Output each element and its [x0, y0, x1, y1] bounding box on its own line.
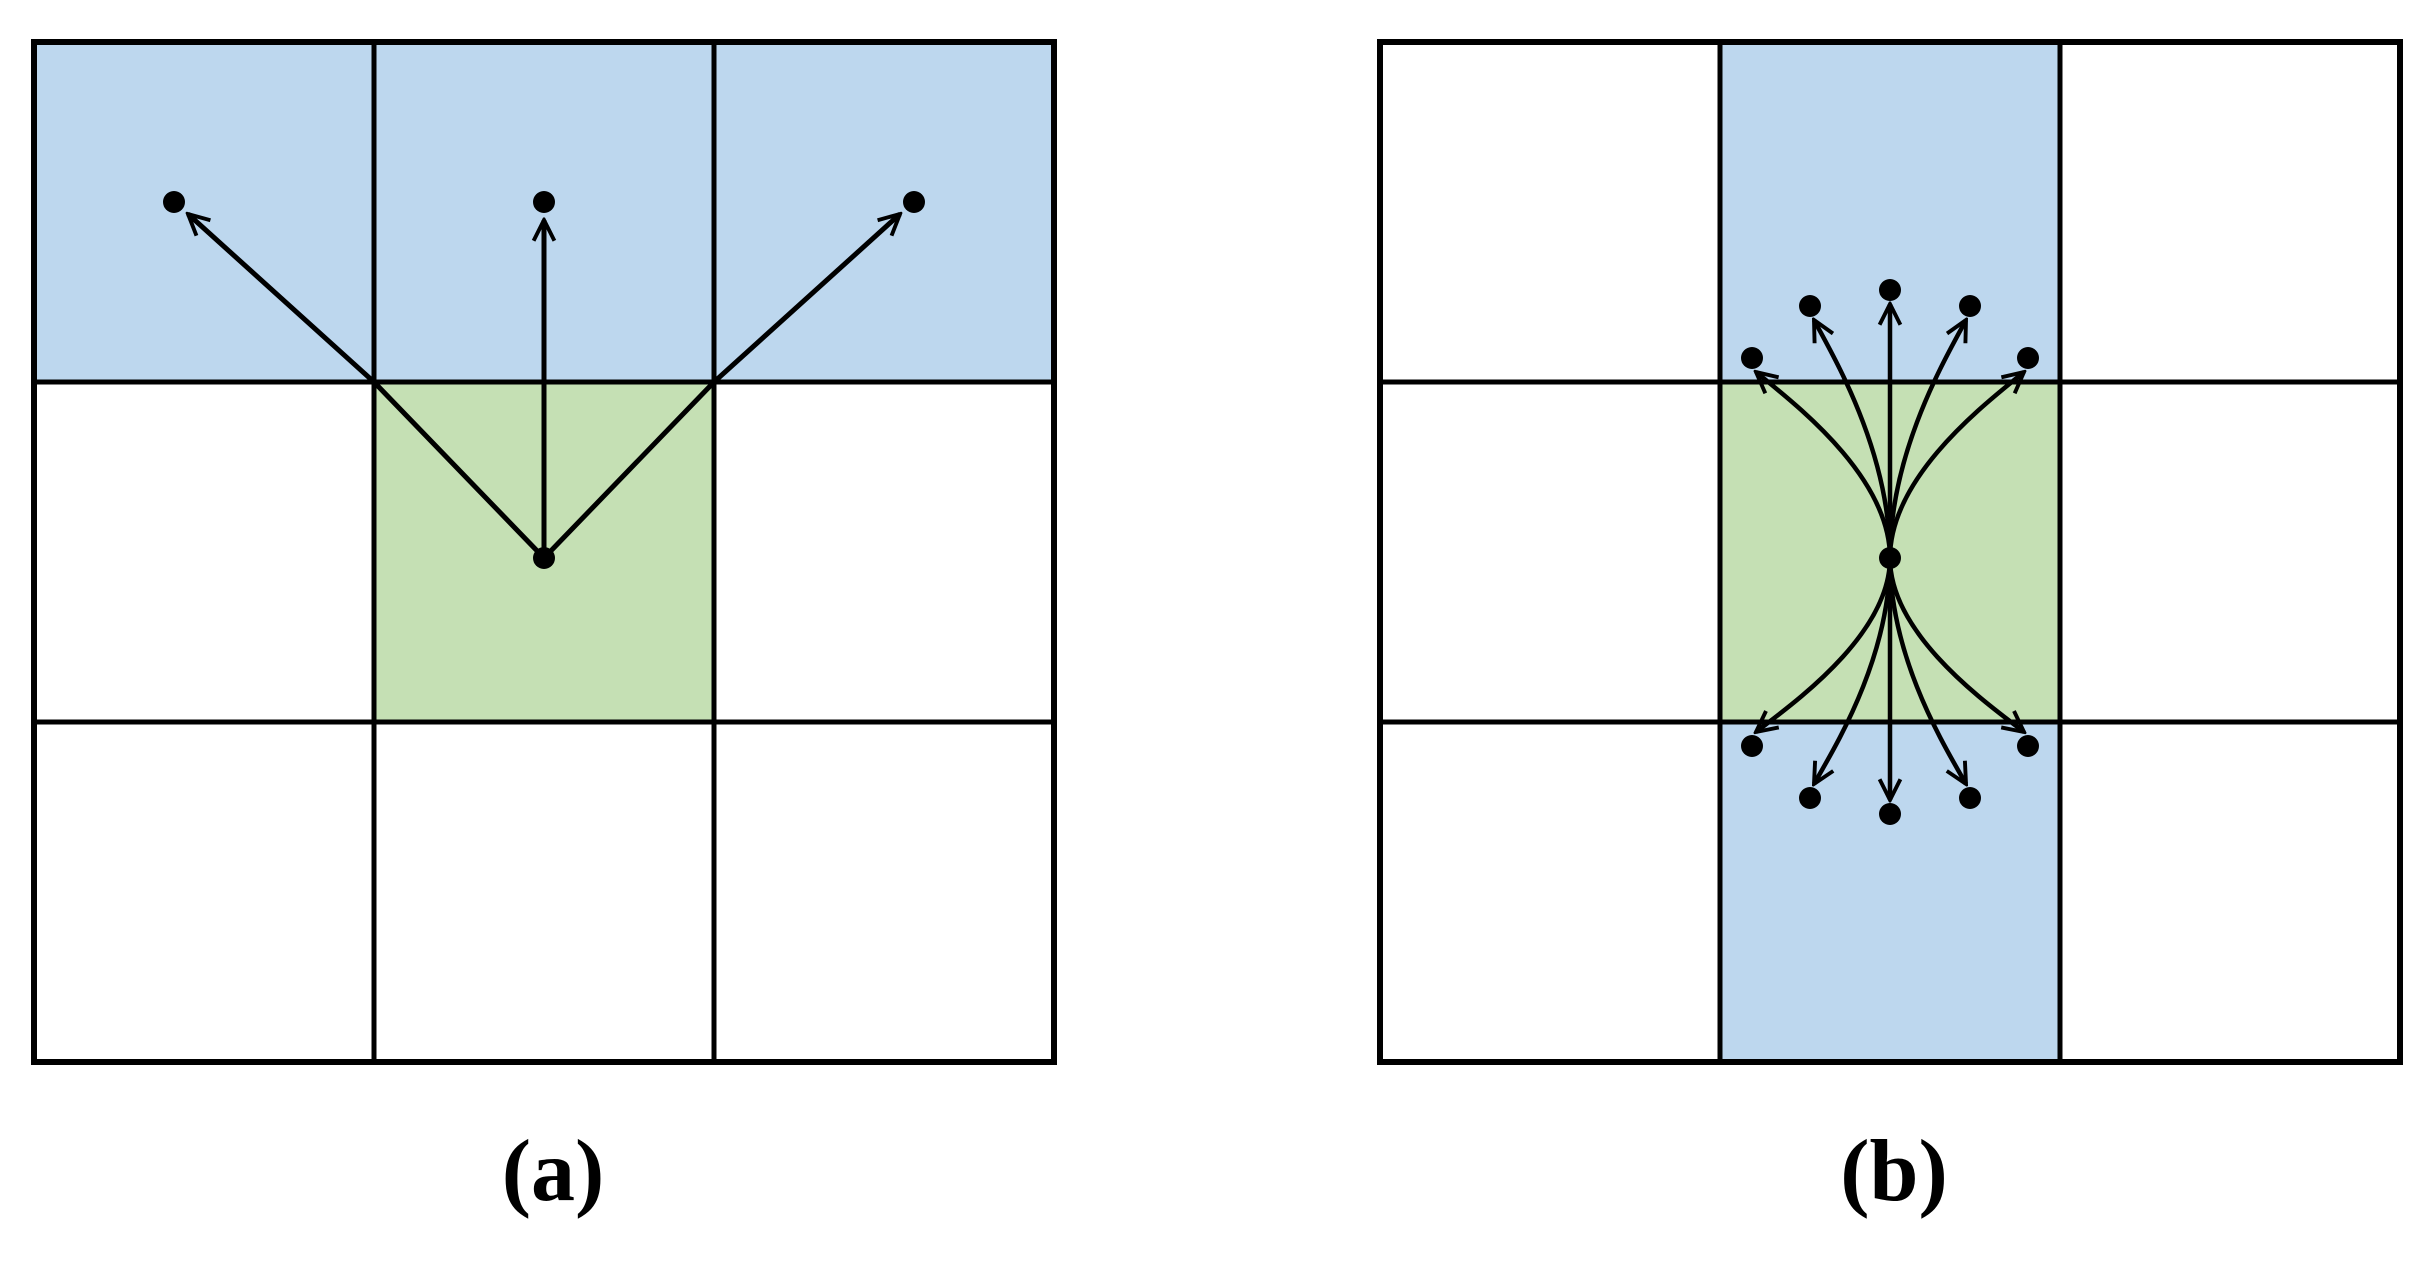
arrow-to-top-left: [188, 214, 546, 560]
target-point: [1741, 735, 1763, 757]
target-point: [1799, 787, 1821, 809]
panel-a-caption: (a): [502, 1123, 605, 1220]
grid-border: [1377, 39, 2403, 1065]
target-point: [1741, 347, 1763, 369]
grid-cell-neighbor: [31, 39, 377, 385]
panel-b-caption: (b): [1840, 1123, 1948, 1220]
grid-cell-empty: [31, 379, 377, 725]
grid-cell-empty: [1377, 379, 1723, 725]
grid-cell-empty: [2057, 39, 2403, 385]
arrow-to-bottom: [1756, 557, 1893, 732]
grid-cell-empty: [2057, 719, 2403, 1065]
grid-cell-empty: [31, 719, 377, 1065]
panel-b: [1377, 39, 2403, 1065]
arrow-to-bottom: [1887, 557, 1966, 784]
target-point: [533, 191, 555, 213]
target-point: [1959, 295, 1981, 317]
grid-cell-empty: [371, 719, 717, 1065]
grid-cell-empty: [1377, 719, 1723, 1065]
arrow-to-top: [1887, 372, 2024, 559]
target-point: [2017, 735, 2039, 757]
grid-cell-empty: [711, 719, 1057, 1065]
target-point: [903, 191, 925, 213]
grid-cell-empty: [2057, 379, 2403, 725]
arrow-to-top: [1814, 320, 1893, 559]
arrow-to-top-right: [542, 214, 900, 560]
grid-cell-neighbor: [711, 39, 1057, 385]
target-point: [2017, 347, 2039, 369]
grid-cell-empty: [1377, 39, 1723, 385]
arrow-to-top: [1887, 320, 1966, 559]
grid-cell-empty: [711, 379, 1057, 725]
arrow-to-bottom: [1814, 557, 1893, 784]
target-point: [1959, 787, 1981, 809]
target-point: [1799, 295, 1821, 317]
target-point: [1879, 279, 1901, 301]
grid-border: [31, 39, 1057, 1065]
panel-a: [31, 39, 1057, 1065]
arrow-to-bottom: [1887, 557, 2024, 732]
arrow-to-top: [1756, 372, 1893, 559]
target-point: [163, 191, 185, 213]
origin-point: [1879, 547, 1901, 569]
target-point: [1879, 803, 1901, 825]
